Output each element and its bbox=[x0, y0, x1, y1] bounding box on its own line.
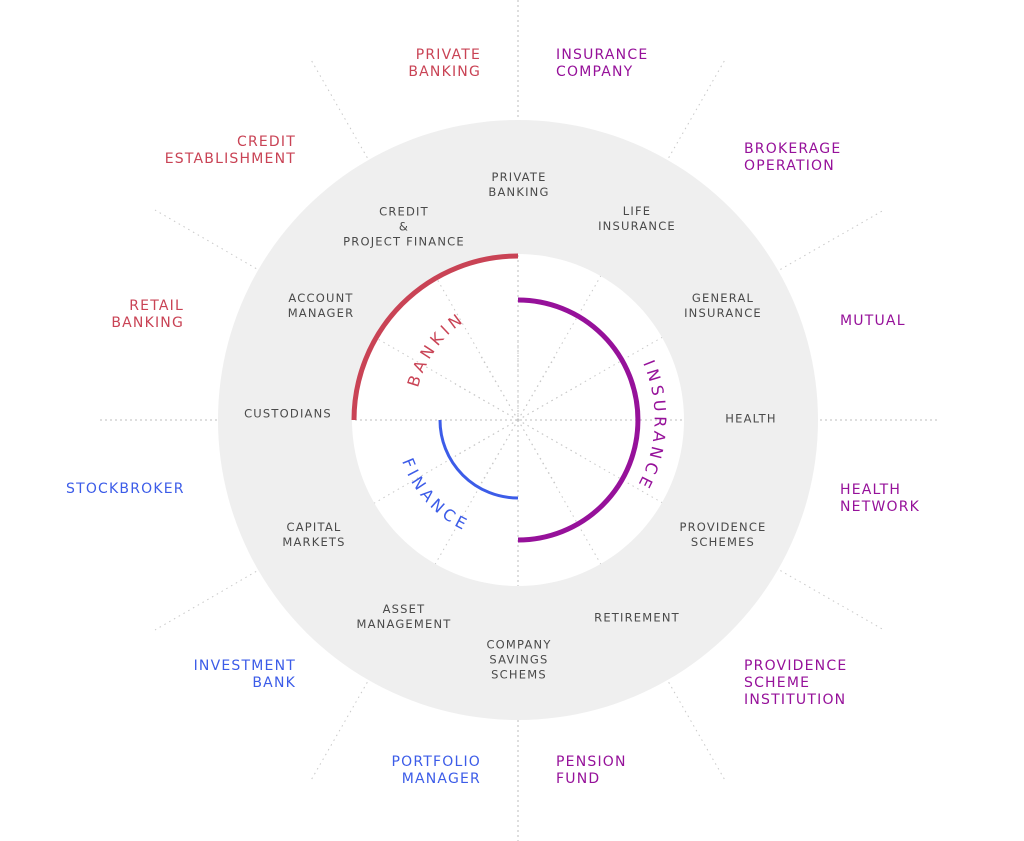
ray-line bbox=[309, 57, 519, 421]
outer-ring bbox=[217, 120, 818, 720]
ray-line bbox=[517, 419, 727, 783]
activity-life-insurance: LIFE INSURANCE bbox=[598, 204, 676, 233]
inner-ray-line bbox=[517, 383, 582, 421]
inner-ray-line bbox=[517, 354, 557, 421]
inner-ray-line bbox=[454, 383, 519, 421]
activity-providence-schemes: PROVIDENCE SCHEMES bbox=[679, 520, 767, 549]
institution-insurance-company: INSURANCE COMPANY bbox=[556, 47, 649, 80]
ray-line bbox=[517, 57, 727, 421]
banking-arc bbox=[351, 253, 519, 421]
insurance-arc bbox=[517, 297, 641, 543]
activity-custodians: CUSTODIANS bbox=[244, 406, 332, 421]
activity-account-manager: ACCOUNT MANAGER bbox=[287, 291, 355, 320]
activity-retirement: RETIREMENT bbox=[594, 610, 680, 625]
inner-ray-line bbox=[479, 354, 519, 421]
institution-private-banking: PRIVATE BANKING bbox=[408, 47, 481, 80]
institution-portfolio-manager: PORTFOLIO MANAGER bbox=[391, 754, 481, 787]
activity-capital-markets: CAPITAL MARKETS bbox=[282, 520, 346, 549]
activity-health: HEALTH bbox=[725, 411, 777, 426]
institution-credit-establishment: CREDIT ESTABLISHMENT bbox=[164, 134, 296, 167]
inner-ray-line bbox=[517, 419, 557, 486]
institution-retail-banking: RETAIL BANKING bbox=[111, 298, 184, 331]
activity-asset-management: ASSET MANAGEMENT bbox=[356, 602, 452, 631]
institution-pension-fund: PENSION FUND bbox=[556, 754, 627, 787]
institution-mutual: MUTUAL bbox=[840, 313, 906, 329]
ray-line bbox=[309, 419, 519, 783]
activity-general-insurance: GENERAL INSURANCE bbox=[684, 291, 762, 320]
institution-brokerage-operation: BROKERAGE OPERATION bbox=[744, 141, 842, 174]
inner-ray-line bbox=[517, 419, 582, 457]
activity-private-banking: PRIVATE BANKING bbox=[488, 170, 550, 199]
inner-rays bbox=[454, 340, 582, 486]
finance-arc bbox=[438, 419, 519, 500]
activity-company-savings-schems: COMPANY SAVINGS SCHEMS bbox=[486, 637, 552, 682]
institution-investment-bank: INVESTMENT BANK bbox=[193, 658, 296, 691]
activity-credit-project-finance: CREDIT & PROJECT FINANCE bbox=[343, 204, 465, 249]
inner-ray-line bbox=[479, 419, 519, 486]
institution-stockbroker: STOCKBROKER bbox=[66, 481, 185, 497]
institution-providence-scheme-institution: PROVIDENCE SCHEME INSTITUTION bbox=[744, 658, 848, 708]
inner-ray-line bbox=[454, 419, 519, 457]
institution-health-network: HEALTH NETWORK bbox=[840, 482, 921, 515]
